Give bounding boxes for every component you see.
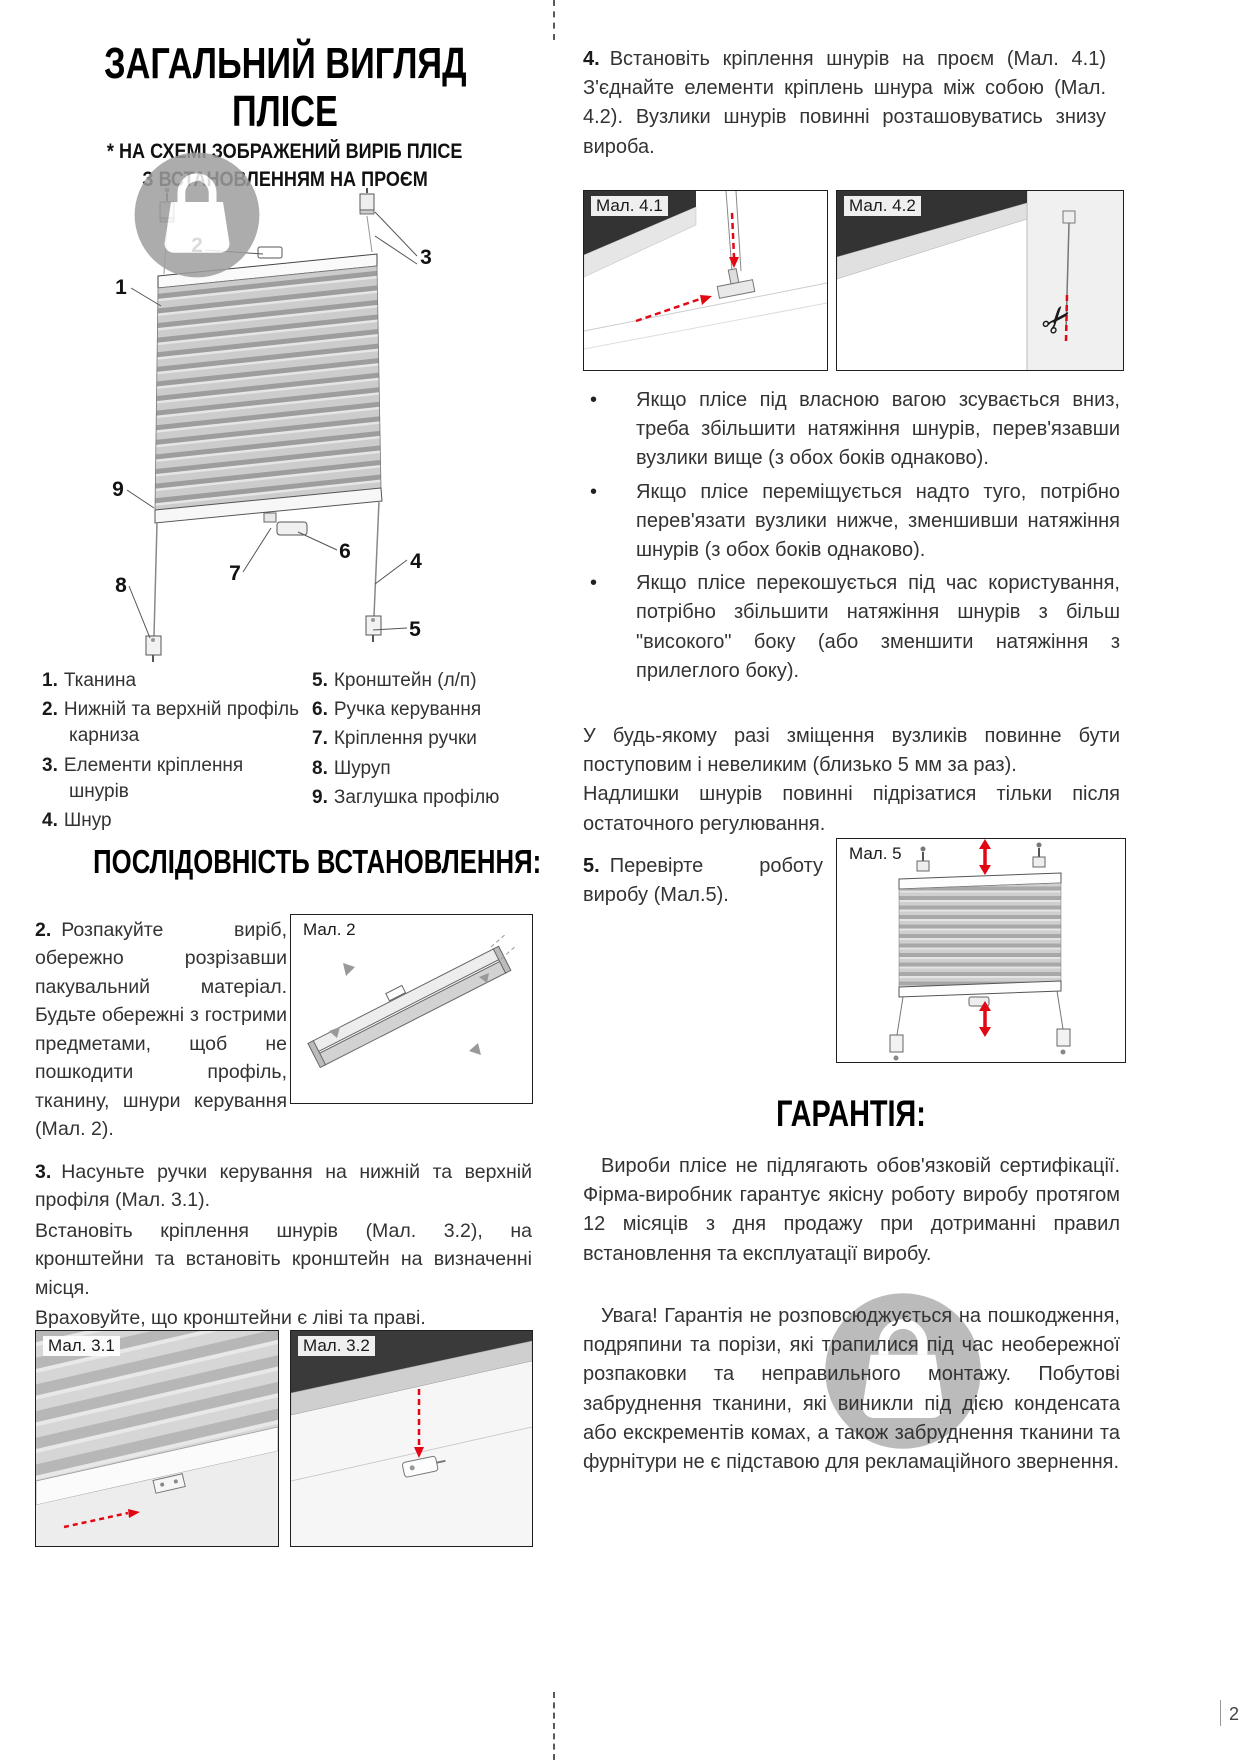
cord-mount-illustration bbox=[291, 1331, 532, 1546]
step-2-number: 2. bbox=[35, 919, 52, 941]
diagram-label-5: 5 bbox=[409, 618, 421, 641]
store-logo-watermark bbox=[134, 152, 260, 278]
figure-4-2: Мал. 4.2 ✂ bbox=[836, 190, 1124, 371]
figure-2-caption: Мал. 2 bbox=[298, 920, 361, 940]
fold-mark-top bbox=[553, 0, 555, 40]
adjustment-note: У будь-якому разі зміщення вузликів пови… bbox=[583, 725, 1120, 835]
legend-column-2: 5.Кронштейн (л/п) 6.Ручка керування 7.Кр… bbox=[312, 668, 537, 814]
cord-right bbox=[373, 500, 380, 617]
profile-rail-illustration bbox=[307, 932, 518, 1069]
warranty-paragraph-1: Вироби плісе не підлягають обов'язковій … bbox=[583, 1155, 1120, 1265]
figure-4-1: Мал. 4.1 bbox=[583, 190, 828, 371]
list-item: • Якщо плісе під власною вагою зсуваєтьс… bbox=[583, 386, 1120, 474]
diagram-label-8: 8 bbox=[115, 574, 127, 597]
step-3-text: 3.Насуньте ручки керування на нижній та … bbox=[35, 1161, 532, 1330]
legend-item: 2.Нижній та верхній профіль карниза bbox=[42, 699, 300, 747]
figure-3-2-caption: Мал. 3.2 bbox=[298, 1336, 375, 1356]
page-title: ЗАГАЛЬНИЙ ВИГЛЯД ПЛІСЕ bbox=[35, 40, 535, 135]
figure-3-1: Мал. 3.1 bbox=[35, 1330, 279, 1547]
cord-trim-illustration bbox=[837, 191, 1123, 370]
cord-left bbox=[153, 522, 158, 637]
legend-item: 7.Кріплення ручки bbox=[312, 728, 477, 750]
legend-item: 9.Заглушка профілю bbox=[312, 786, 500, 808]
pleated-blind-diagram: 1 2 3 9 6 4 7 8 5 bbox=[112, 188, 432, 662]
page-number: 2 bbox=[1229, 1704, 1240, 1724]
list-item: • Якщо плісе переміщується надто туго, п… bbox=[583, 478, 1120, 566]
legend-item: 5.Кронштейн (л/п) bbox=[312, 670, 477, 691]
top-screws bbox=[916, 842, 1046, 872]
step-2-text: 2.Розпакуйте виріб, обережно розрізавши … bbox=[35, 919, 287, 1141]
figure-3-1-caption: Мал. 3.1 bbox=[43, 1336, 120, 1356]
operation-check-illustration bbox=[889, 839, 1071, 1061]
up-down-arrow-bottom bbox=[979, 1001, 991, 1037]
bullet-icon: • bbox=[590, 389, 598, 411]
figure-4-1-caption: Мал. 4.1 bbox=[591, 196, 668, 216]
figure-3-2: Мал. 3.2 bbox=[290, 1330, 533, 1547]
top-bracket-right bbox=[359, 188, 375, 215]
bullet-icon: • bbox=[590, 572, 598, 595]
store-logo-watermark-2 bbox=[825, 1293, 981, 1449]
adjustment-tips-list: • Якщо плісе під власною вагою зсуваєтьс… bbox=[583, 386, 1120, 690]
diagram-label-7: 7 bbox=[229, 562, 241, 585]
figure-5-caption: Мал. 5 bbox=[844, 844, 907, 864]
step-5-number: 5. bbox=[583, 855, 600, 877]
figure-5: Мал. 5 bbox=[836, 838, 1126, 1063]
page-number-divider bbox=[1220, 1700, 1221, 1726]
bullet-icon: • bbox=[590, 480, 598, 503]
cord-attachment-left bbox=[145, 635, 162, 662]
legend-item: 8.Шуруп bbox=[312, 757, 391, 779]
list-item: • Якщо плісе перекошується під час корис… bbox=[583, 569, 1120, 686]
step-4-text: 4.Встановіть кріплення шнурів на проєм (… bbox=[583, 48, 1106, 158]
step-5-text: 5.Перевірте роботу виробу (Мал.5). bbox=[583, 855, 823, 907]
diagram-label-4: 4 bbox=[410, 550, 422, 573]
cord-fastening-illustration bbox=[584, 191, 827, 370]
up-down-arrow-top bbox=[979, 839, 991, 875]
warranty-title: ГАРАНТІЯ: bbox=[776, 1093, 927, 1134]
bottom-profile bbox=[154, 487, 383, 524]
page-subtitle: * НА СХЕМІ ЗОБРАЖЕНИЙ ВИРІБ ПЛІСЕ З ВСТА… bbox=[35, 138, 535, 195]
diagram-label-1: 1 bbox=[115, 276, 127, 299]
pleated-fabric bbox=[154, 265, 382, 511]
cord-attachment-right bbox=[365, 615, 382, 642]
legend-item: 3.Елементи кріплення шнурів bbox=[42, 754, 244, 802]
diagram-label-6: 6 bbox=[339, 540, 351, 563]
handle-mount-illustration bbox=[36, 1331, 278, 1546]
figure-2: Мал. 2 bbox=[290, 914, 533, 1104]
legend-item: 1.Тканина bbox=[42, 670, 137, 691]
page-title-line2: ПЛІСЕ bbox=[232, 86, 338, 136]
figure-4-2-caption: Мал. 4.2 bbox=[844, 196, 921, 216]
control-handle bbox=[276, 521, 308, 536]
legend-item: 4.Шнур bbox=[42, 810, 112, 832]
section-title-installation: ПОСЛІДОВНІСТЬ ВСТАНОВЛЕННЯ: bbox=[93, 843, 542, 880]
step-4-number: 4. bbox=[583, 48, 600, 70]
diagram-label-3: 3 bbox=[420, 246, 432, 269]
step-3-number: 3. bbox=[35, 1161, 52, 1183]
page-title-line1: ЗАГАЛЬНИЙ ВИГЛЯД bbox=[103, 39, 467, 88]
warranty-paragraph-2: Увага! Гарантія не розповсюджується на п… bbox=[583, 1305, 1120, 1473]
diagram-label-9: 9 bbox=[112, 478, 124, 501]
legend-item: 6.Ручка керування bbox=[312, 699, 482, 721]
handle-clip bbox=[263, 512, 277, 523]
legend-column-1: 1.Тканина 2.Нижній та верхній профіль ка… bbox=[42, 668, 304, 837]
fold-mark-bottom bbox=[553, 1692, 555, 1760]
